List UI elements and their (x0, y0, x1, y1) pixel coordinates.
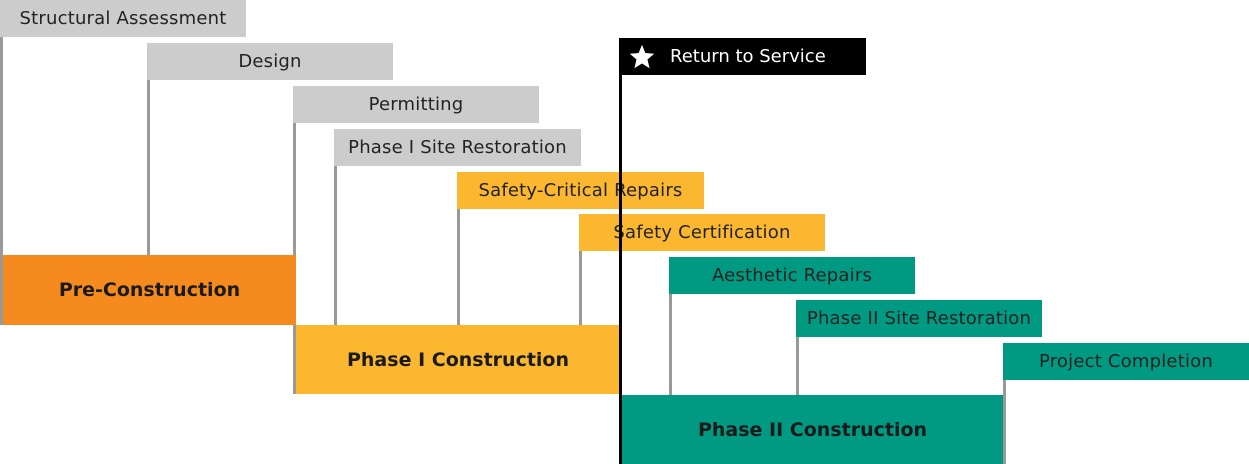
task-bar-design: Design (147, 43, 393, 80)
phase-label: Phase II Construction (697, 418, 928, 441)
task-bar-project-completion: Project Completion (1003, 343, 1249, 380)
milestone-line (619, 38, 622, 464)
milestone-flag-return-to-service: Return to Service (620, 38, 866, 75)
task-label: Safety-Critical Repairs (478, 180, 683, 201)
connector-line-phase1-site (334, 129, 337, 325)
task-label: Permitting (368, 94, 464, 115)
task-label: Safety Certification (613, 222, 791, 243)
task-label: Design (238, 51, 302, 72)
task-label: Structural Assessment (19, 8, 227, 29)
connector-line-phase2-site (796, 300, 799, 395)
connector-line-aesthetic (669, 257, 672, 395)
task-bar-safety-certification: Safety Certification (579, 214, 825, 251)
task-bar-permitting: Permitting (293, 86, 539, 123)
task-label: Phase I Site Restoration (348, 137, 567, 158)
task-bar-phase1-site-restoration: Phase I Site Restoration (334, 129, 581, 166)
task-bar-safety-critical-repairs: Safety-Critical Repairs (457, 172, 704, 209)
phase-block-phase2-construction: Phase II Construction (622, 395, 1003, 464)
phase-block-phase1-construction: Phase I Construction (296, 325, 620, 394)
task-bar-structural-assessment: Structural Assessment (0, 0, 246, 37)
connector-line-structural-assessment (0, 0, 3, 325)
connector-line-design (147, 43, 150, 255)
task-label: Aesthetic Repairs (711, 265, 873, 286)
task-bar-aesthetic-repairs: Aesthetic Repairs (669, 257, 915, 294)
star-icon (629, 44, 655, 68)
task-label: Project Completion (1038, 351, 1213, 372)
phase-label: Phase I Construction (346, 348, 570, 371)
connector-line-safety-critical (457, 172, 460, 325)
connector-line-safety-cert (579, 214, 582, 325)
milestone-label: Return to Service (670, 46, 826, 67)
phase-label: Pre-Construction (58, 279, 241, 301)
task-bar-phase2-site-restoration: Phase II Site Restoration (796, 300, 1042, 337)
connector-line-project-completion (1003, 343, 1006, 464)
task-label: Phase II Site Restoration (806, 308, 1032, 329)
connector-line-permitting (293, 86, 296, 394)
phase-block-pre-construction: Pre-Construction (3, 255, 296, 325)
